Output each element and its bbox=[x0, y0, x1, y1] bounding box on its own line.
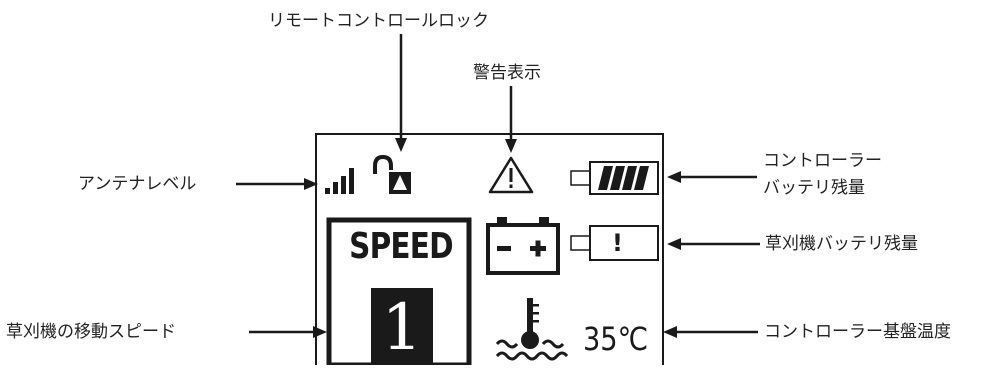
unlocked-padlock-icon bbox=[373, 154, 411, 194]
label-mower-speed: 草刈機の移動スピード bbox=[6, 322, 176, 342]
speed-title: SPEED bbox=[349, 226, 453, 267]
battery-alert-mark: ! bbox=[612, 229, 623, 257]
label-antenna: アンテナレベル bbox=[78, 174, 197, 194]
label-controller-battery-1: コントローラー bbox=[763, 151, 882, 171]
car-battery-icon bbox=[486, 217, 560, 275]
thermometer-water-icon bbox=[495, 298, 569, 361]
speed-box bbox=[326, 217, 472, 365]
label-mower-battery: 草刈機バッテリ残量 bbox=[765, 234, 918, 254]
empty-battery-icon bbox=[570, 225, 659, 261]
speed-value-background bbox=[371, 288, 433, 365]
leader-arrows bbox=[236, 34, 760, 338]
label-controller-battery-2: バッテリ残量 bbox=[763, 178, 865, 198]
label-warning: 警告表示 bbox=[473, 63, 541, 83]
signal-bars-icon bbox=[325, 168, 354, 194]
full-battery-icon bbox=[570, 161, 659, 195]
temperature-value: 35℃ bbox=[583, 320, 649, 358]
warning-triangle-icon bbox=[488, 156, 534, 194]
lcd-frame bbox=[315, 133, 664, 365]
label-controller-temp: コントローラー基盤温度 bbox=[764, 322, 951, 342]
speed-value: 1 bbox=[381, 291, 423, 365]
label-remote-lock: リモートコントロールロック bbox=[268, 11, 489, 31]
